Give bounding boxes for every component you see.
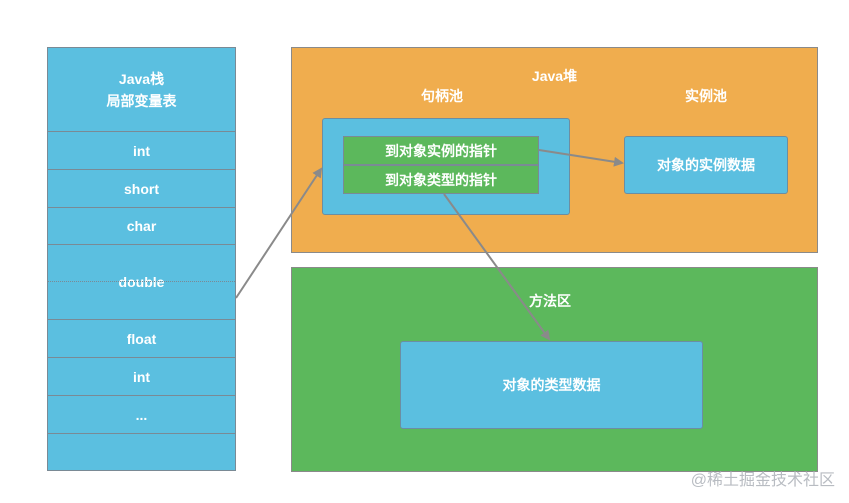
method-area-title: 方法区	[529, 293, 571, 309]
slot-int: int	[48, 132, 235, 170]
type-data-box: 对象的类型数据	[400, 341, 703, 429]
stack-title-line2: 局部变量表	[106, 92, 177, 109]
pointer-to-type: 到对象类型的指针	[343, 165, 539, 194]
slot-int-2: int	[48, 358, 235, 396]
watermark: @稀土掘金技术社区	[690, 472, 835, 489]
heap-title: Java堆	[531, 68, 578, 84]
local-variable-table: Java栈 局部变量表 int short char double float …	[47, 47, 236, 471]
slot-char: char	[48, 208, 235, 245]
arrow-pointer-to-instance	[538, 149, 624, 167]
pointer-to-instance: 到对象实例的指针	[343, 136, 539, 165]
stack-title: Java栈 局部变量表	[48, 48, 235, 132]
stack-title-line1: Java栈	[118, 70, 165, 87]
slot-double-label: double	[118, 274, 165, 290]
handle-pool-label: 句柄池	[421, 88, 463, 104]
slot-double-divider	[48, 281, 235, 282]
arrow-stack-to-handle	[235, 167, 323, 299]
slot-short: short	[48, 170, 235, 208]
slot-double: double	[48, 245, 235, 320]
slot-float: float	[48, 320, 235, 358]
arrow-pointer-to-type	[443, 193, 551, 341]
slot-more: ...	[48, 396, 235, 434]
instance-pool-label: 实例池	[685, 88, 727, 104]
instance-data-box: 对象的实例数据	[624, 136, 788, 194]
